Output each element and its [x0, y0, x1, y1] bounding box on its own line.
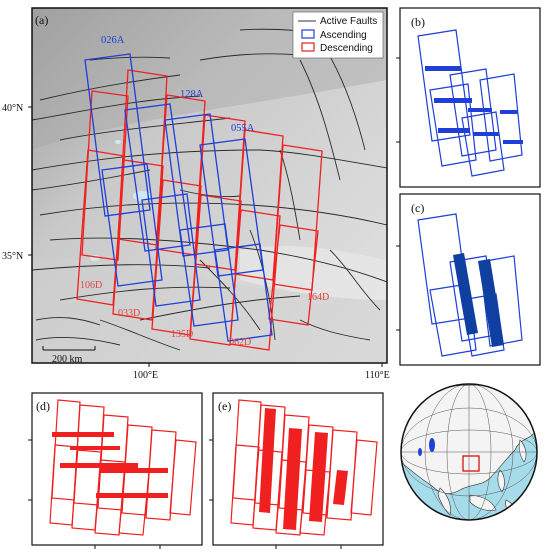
ascending-frames [84, 53, 273, 342]
track-label-055a: 055A [231, 123, 255, 134]
legend-ascending: Ascending [320, 30, 367, 41]
panel-d: (d) [28, 392, 203, 549]
panel-d-descending-frames [49, 399, 197, 536]
globe-inset [400, 383, 538, 521]
legend-faults: Active Faults [320, 16, 377, 27]
panel-a-frame [31, 7, 388, 364]
panel-a-ticks [28, 106, 383, 367]
panel-c: (c) [396, 193, 541, 366]
panel-c-overlap-strips [453, 253, 504, 347]
track-label-062d: 062D [229, 337, 251, 348]
panel-d-label: (d) [36, 399, 50, 413]
panel-a-label: (a) [35, 13, 48, 27]
lat-label-40: 40°N [2, 103, 23, 114]
lon-label-100: 100°E [133, 370, 158, 381]
panel-d-overlap-strips [52, 432, 168, 498]
panel-b-label: (b) [411, 15, 425, 29]
panel-a-map: 026A 128A 055A 106D 033D 135D 062D 164D … [2, 7, 390, 381]
track-label-164d: 164D [307, 292, 329, 303]
globe-outline [400, 383, 538, 521]
globe-land [401, 384, 537, 520]
panel-c-label: (c) [411, 201, 424, 215]
lon-label-110: 110°E [365, 370, 390, 381]
panel-e-overlap-strips [259, 408, 348, 530]
panel-e-label: (e) [218, 399, 231, 413]
track-label-128a: 128A [180, 89, 204, 100]
legend-descending: Descending [320, 43, 373, 54]
panel-b-overlap-strips [425, 66, 523, 144]
scale-bar: 200 km [42, 346, 96, 365]
panel-b: (b) [396, 7, 541, 188]
study-area-box [462, 455, 480, 472]
map-legend: Active Faults Ascending Descending [292, 11, 384, 59]
ascending-legend-swatch [301, 29, 315, 39]
track-label-106d: 106D [80, 280, 102, 291]
track-label-033d: 033D [118, 308, 140, 319]
globe-lake-marker [429, 438, 435, 452]
scale-bar-label: 200 km [52, 354, 83, 365]
lat-label-35: 35°N [2, 251, 23, 262]
active-faults [32, 28, 387, 351]
track-label-026a: 026A [101, 35, 125, 46]
panel-e: (e) [209, 392, 384, 549]
descending-legend-swatch [301, 42, 315, 52]
track-label-135d: 135D [171, 329, 193, 340]
